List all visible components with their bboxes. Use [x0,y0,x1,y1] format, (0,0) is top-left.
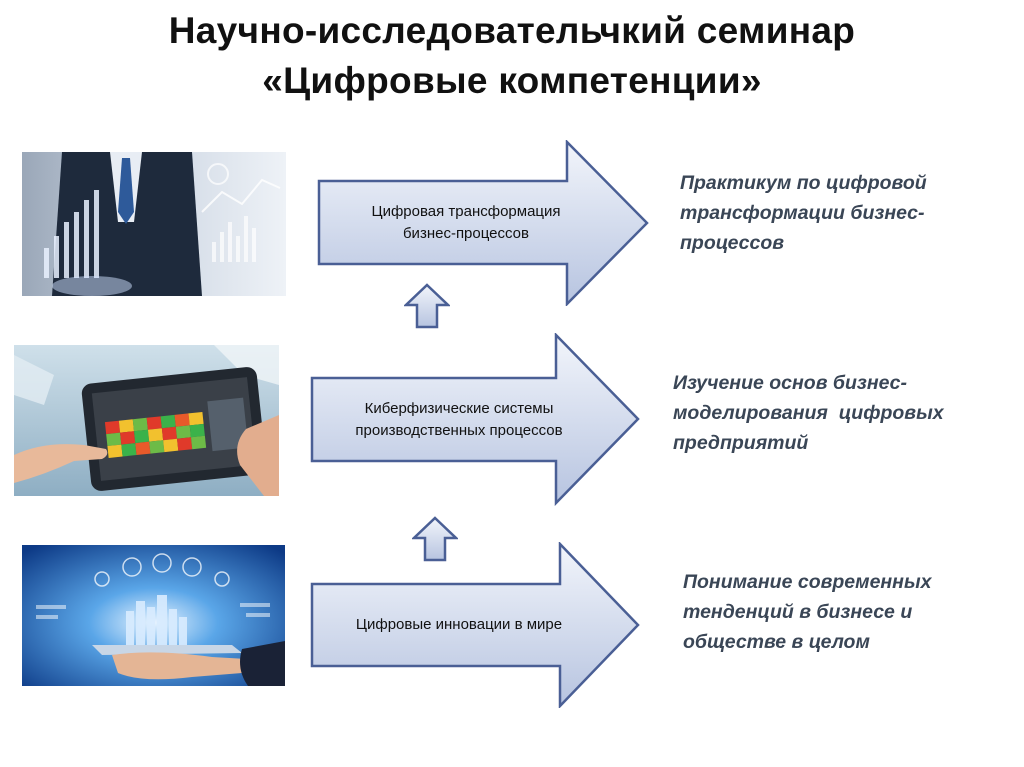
arrow-shape [310,331,640,507]
arrow-label-line-1: Киберфизические системы [364,399,554,417]
arrow-label-line-1: Цифровая трансформация [371,202,561,220]
tablet-industrial-heatmap-image [14,345,279,496]
up-arrow-2 [410,516,460,562]
arrow-shape [310,540,640,710]
arrow-digital-transformation: Цифровая трансформация бизнес-процессов [317,138,651,308]
description-digital-innovations: Понимание современных тенденций в бизнес… [683,567,1003,657]
description-line: Изучение основ бизнес- [673,372,908,394]
arrow-label: Цифровая трансформация бизнес-процессов [321,181,611,264]
description-line: Понимание современных [683,571,932,593]
arrow-label: Цифровые инновации в мире [314,584,604,666]
hand-holding-tablet-city-image [22,545,285,686]
arrow-label-line-1: Цифровые инновации в мире [355,616,563,633]
arrow-label-line-2: производственных процессов [355,421,563,439]
description-line: трансформации бизнес- [680,202,925,224]
businessman-digital-charts-image [22,152,286,296]
description-line: Практикум по цифровой [680,172,927,194]
description-line: тенденций в бизнесе и [683,601,913,623]
title-line-1: Научно-исследовательчкий семинар [168,10,856,51]
up-arrow-1 [402,283,452,329]
arrow-label-line-2: бизнес-процессов [402,224,529,242]
description-line: моделирования цифровых [673,402,944,424]
arrow-shape [317,138,649,308]
description-line: предприятий [673,432,809,454]
description-line: обществе в целом [683,631,870,653]
description-line: процессов [680,232,785,254]
arrow-cyber-physical-systems: Киберфизические системы производственных… [310,331,642,507]
arrow-label: Киберфизические системы производственных… [314,378,604,461]
arrow-digital-innovations: Цифровые инновации в мире [310,540,642,710]
description-digital-transformation: Практикум по цифровой трансформации бизн… [680,168,1000,258]
description-cyber-physical-systems: Изучение основ бизнес- моделирования циф… [673,368,1003,458]
title-line-2: «Цифровые компетенции» [262,60,762,101]
page-title: Научно-исследовательчкий семинар «Цифров… [0,6,1024,106]
